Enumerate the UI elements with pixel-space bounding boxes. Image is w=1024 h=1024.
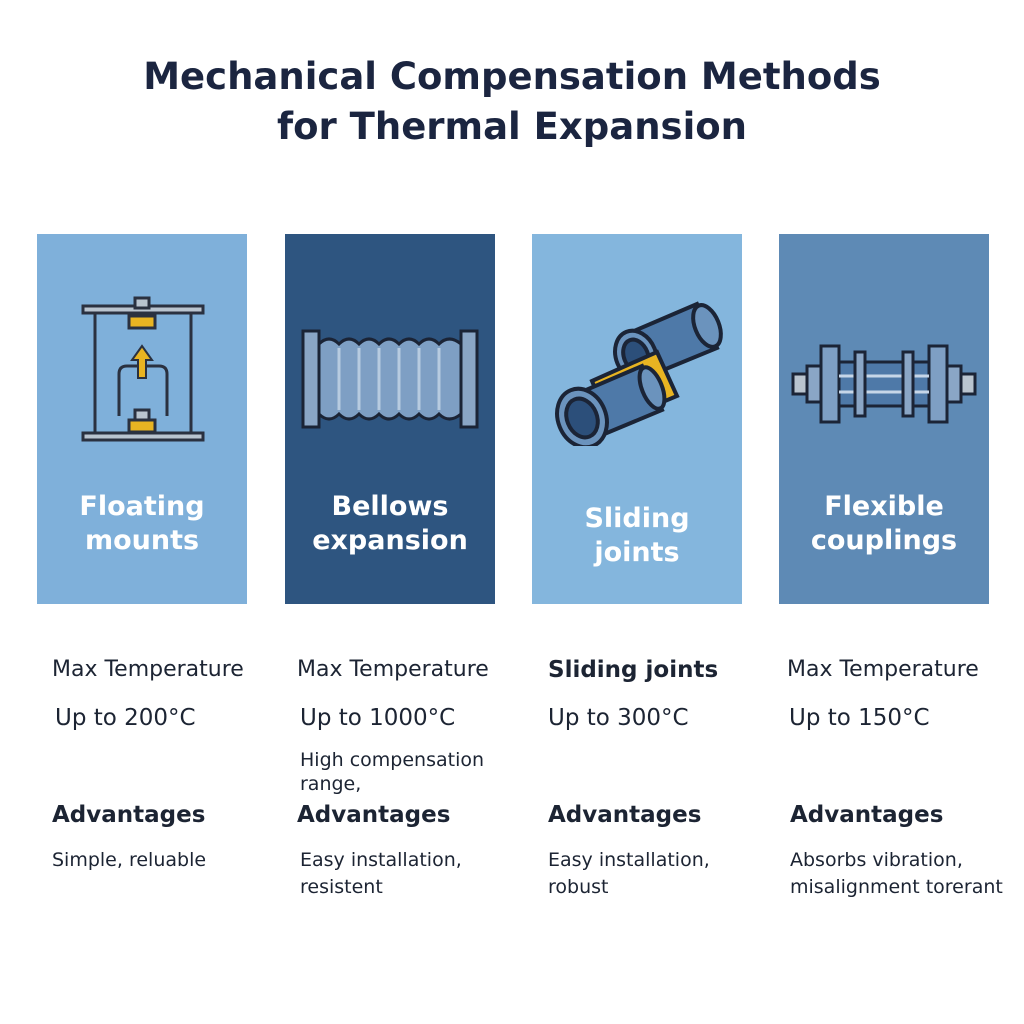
advantages-heading: Advantages — [548, 802, 702, 828]
card-label: Floating mounts — [37, 490, 247, 558]
card-bellows-expansion: Bellows expansion — [285, 234, 495, 604]
card-flexible-couplings: Flexible couplings — [779, 234, 989, 604]
label-line-2: mounts — [84, 525, 200, 556]
label-line-1: Flexible — [824, 491, 944, 522]
advantages-text: Simple, reluable — [52, 847, 282, 874]
temperature-heading: Sliding joints — [548, 657, 719, 683]
page-title: Mechanical Compensation Methods for Ther… — [0, 52, 1024, 152]
advantages-text: Absorbs vibration, misalignment torerant — [790, 847, 1020, 901]
advantages-line-1: Absorbs vibration, — [790, 849, 963, 871]
temperature-value: Up to 200°C — [55, 705, 196, 731]
title-line-1: Mechanical Compensation Methods — [143, 55, 881, 98]
advantages-line-1: Simple, reluable — [52, 849, 207, 871]
advantages-line-1: Easy installation, — [548, 849, 710, 871]
temperature-heading: Max Temperature — [297, 657, 489, 682]
note-text: High compensation range, — [300, 749, 485, 795]
sliding-joint-icon — [532, 286, 742, 450]
card-sliding-joints: Sliding joints — [532, 234, 742, 604]
bellows-icon — [285, 286, 495, 446]
label-line-2: couplings — [810, 525, 958, 556]
temperature-heading: Max Temperature — [52, 657, 244, 682]
card-label: Flexible couplings — [779, 490, 989, 558]
advantages-line-2: robust — [548, 876, 609, 898]
advantages-text: Easy installation, resistent — [300, 847, 530, 901]
label-line-2: joints — [594, 537, 680, 568]
temperature-value: Up to 300°C — [548, 705, 689, 731]
card-label: Sliding joints — [532, 502, 742, 570]
label-line-1: Floating — [79, 491, 205, 522]
temperature-heading: Max Temperature — [787, 657, 979, 682]
advantages-heading: Advantages — [297, 802, 451, 828]
label-line-2: expansion — [312, 525, 468, 556]
label-line-1: Sliding — [584, 503, 690, 534]
floating-mount-icon — [37, 286, 247, 446]
temperature-value: Up to 150°C — [789, 705, 930, 731]
advantages-heading: Advantages — [52, 802, 206, 828]
title-line-2: for Thermal Expansion — [276, 105, 748, 148]
flexible-coupling-icon — [779, 286, 989, 446]
advantages-text: Easy installation, robust — [548, 847, 778, 901]
temperature-value: Up to 1000°C — [300, 705, 456, 731]
advantages-heading: Advantages — [790, 802, 944, 828]
card-floating-mounts: Floating mounts — [37, 234, 247, 604]
advantages-line-2: resistent — [300, 876, 383, 898]
label-line-1: Bellows — [331, 491, 449, 522]
advantages-line-2: misalignment torerant — [790, 876, 1003, 898]
advantages-line-1: Easy installation, — [300, 849, 462, 871]
card-label: Bellows expansion — [285, 490, 495, 558]
